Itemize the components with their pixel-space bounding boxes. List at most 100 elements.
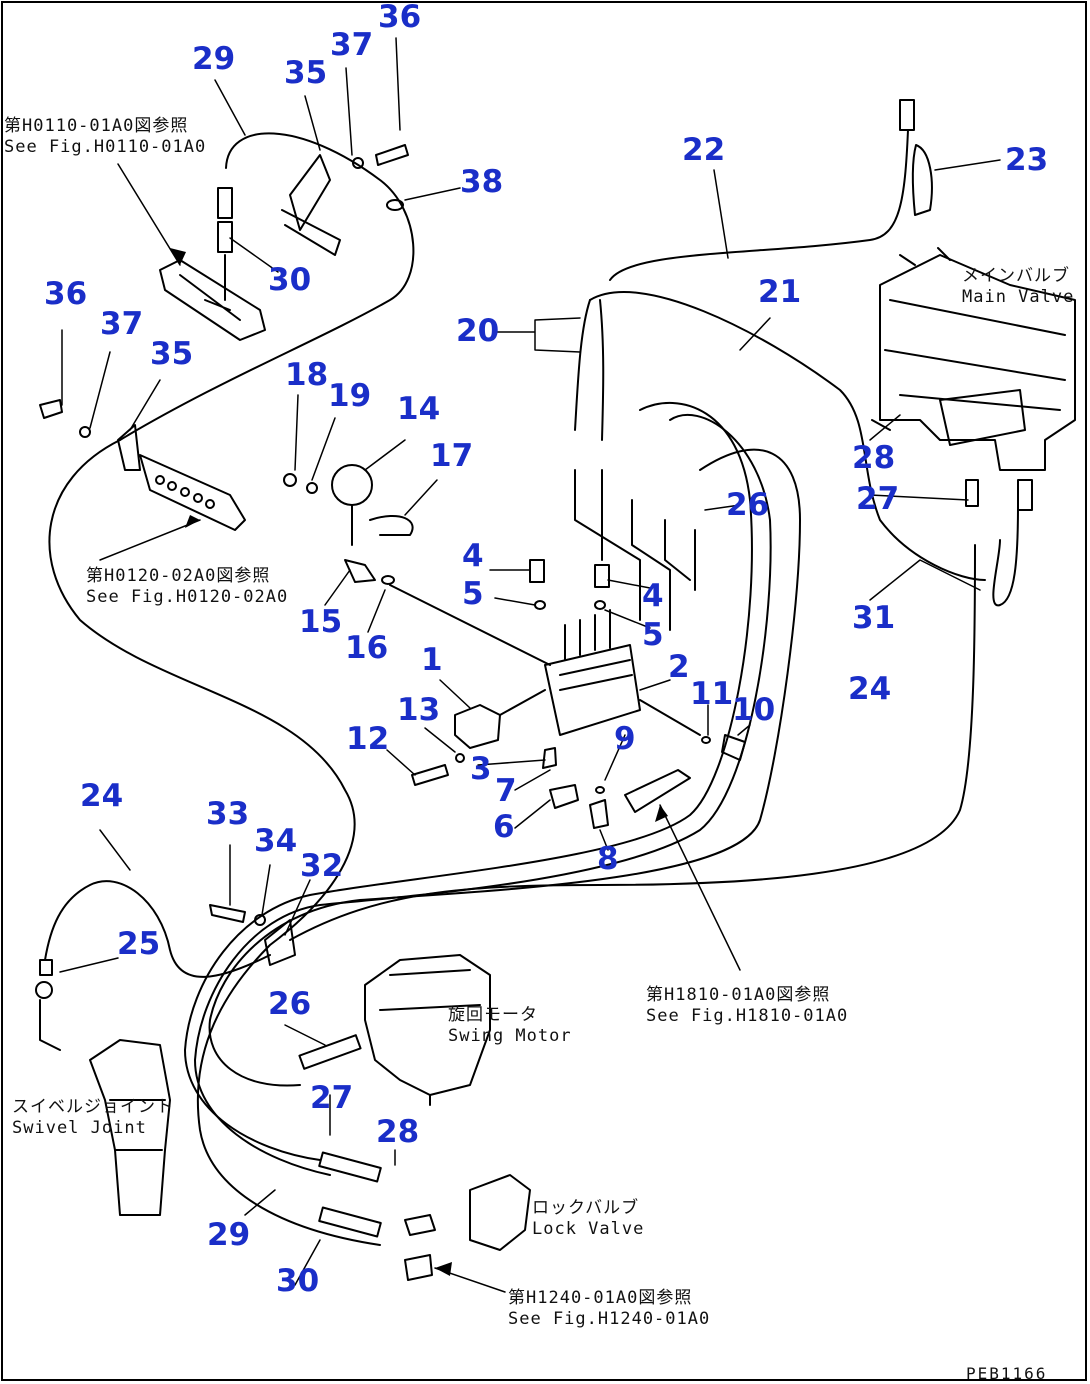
label-swivel-joint-jp: スイベルジョイント [12,1097,174,1117]
callout-14: 14 [397,391,441,427]
ref-note-h1240-jp: 第H1240-01A0図参照 [508,1288,693,1308]
callout-19: 19 [328,378,372,414]
callout-34: 34 [254,823,298,859]
callout-15: 15 [299,604,343,640]
hose-27-lower [194,414,772,1176]
tube-c [631,499,671,631]
label-main-valve-en: Main Valve [962,287,1075,308]
callout-8: 8 [597,841,619,877]
ref-note-h1240: 第H1240-01A0図参照 See Fig.H1240-01A0 [508,1288,710,1331]
ref-note-h0120-jp: 第H0120-02A0図参照 [86,566,271,586]
ref-note-h1810: 第H1810-01A0図参照 See Fig.H1810-01A0 [646,985,848,1028]
callout-31: 31 [852,600,896,636]
callout-23: 23 [1005,142,1049,178]
callout-22: 22 [682,132,726,168]
callout-30-upper: 30 [268,262,312,298]
callout-29-upper: 29 [192,41,236,77]
tube-20-line-b [599,299,605,441]
callout-33: 33 [206,796,250,832]
label-swivel-joint-en: Swivel Joint [12,1118,147,1139]
ref-note-h0120-en: See Fig.H0120-02A0 [86,587,289,608]
callout-35-mid: 35 [150,336,194,372]
callout-12: 12 [346,721,390,757]
callout-5-right: 5 [642,617,664,653]
callout-37-mid: 37 [100,306,144,342]
callout-27-upper: 27 [856,481,900,517]
callout-24-left: 24 [80,778,124,814]
ref-note-h1240-en: See Fig.H1240-01A0 [508,1309,711,1330]
ref-note-h1810-jp: 第H1810-01A0図参照 [646,985,831,1005]
ref-note-h0110-jp: 第H0110-01A0図参照 [4,116,189,136]
mid-left-clamp [39,399,246,531]
tube-d [664,519,691,581]
arrowheads [170,248,668,1276]
callout-35-upper: 35 [284,55,328,91]
label-swivel-joint: スイベルジョイント Swivel Joint [12,1097,174,1140]
callout-32: 32 [300,848,344,884]
ref-note-h0110-en: See Fig.H0110-01A0 [4,137,207,158]
callout-26-upper: 26 [726,487,770,523]
callout-11: 11 [690,676,734,712]
drawing-code: PEB1166 [966,1364,1048,1383]
callout-10: 10 [732,692,776,728]
label-main-valve-jp: メインバルブ [962,266,1070,286]
lock-valve-drawing [318,1151,531,1281]
callout-16: 16 [345,630,389,666]
callout-28-lower: 28 [376,1114,420,1150]
hose-21 [589,291,986,581]
callout-21: 21 [758,274,802,310]
main-valve-drawing [871,99,1076,511]
hose-28 [184,402,753,1161]
hose-31 [992,504,1019,607]
callout-4-right: 4 [642,578,664,614]
swing-motor-drawing [298,954,491,1106]
callout-3: 3 [470,751,492,787]
callout-5-left: 5 [462,576,484,612]
label-swing-motor-en: Swing Motor [448,1026,572,1047]
callout-9: 9 [614,721,636,757]
hose-29-upper [119,132,415,441]
callout-1: 1 [421,642,443,678]
hose-22 [609,129,909,281]
ref-note-h1810-en: See Fig.H1810-01A0 [646,1006,849,1027]
label-lock-valve-jp: ロックバルブ [532,1198,640,1218]
control-valve-block [529,559,746,761]
callout-37-upper: 37 [330,27,374,63]
accumulator-knob [283,464,551,666]
tube-a [574,469,641,621]
hose-26 [208,448,801,1087]
callout-36-mid: 36 [44,276,88,312]
callout-25: 25 [117,926,161,962]
callout-2: 2 [668,649,690,685]
callout-27-lower: 27 [310,1080,354,1116]
label-swing-motor: 旋回モータ Swing Motor [448,1005,572,1048]
tube-20-line [574,299,591,431]
ref-note-h0110: 第H0110-01A0図参照 See Fig.H0110-01A0 [4,116,206,159]
label-swing-motor-jp: 旋回モータ [448,1005,538,1025]
solenoid-valve [411,689,691,829]
callout-6: 6 [493,809,515,845]
callout-7: 7 [495,773,517,809]
callout-13: 13 [397,692,441,728]
callout-4-left: 4 [462,538,484,574]
label-main-valve: メインバルブ Main Valve [962,266,1074,309]
callout-28-upper: 28 [852,440,896,476]
callout-36-upper: 36 [378,0,422,35]
leader-lines [59,37,1001,1293]
hose-29-lower-loop [48,439,381,1246]
callout-30-lower: 30 [276,1263,320,1299]
ref-note-h0120: 第H0120-02A0図参照 See Fig.H0120-02A0 [86,566,288,609]
callout-38: 38 [460,164,504,200]
callout-20: 20 [456,313,500,349]
label-lock-valve: ロックバルブ Lock Valve [532,1198,644,1241]
callout-29-lower: 29 [207,1217,251,1253]
callout-26-lower: 26 [268,986,312,1022]
callout-17: 17 [430,438,474,474]
callout-18: 18 [285,357,329,393]
swivel-joint-drawing [35,959,171,1216]
callout-24-right: 24 [848,671,892,707]
label-lock-valve-en: Lock Valve [532,1219,645,1240]
